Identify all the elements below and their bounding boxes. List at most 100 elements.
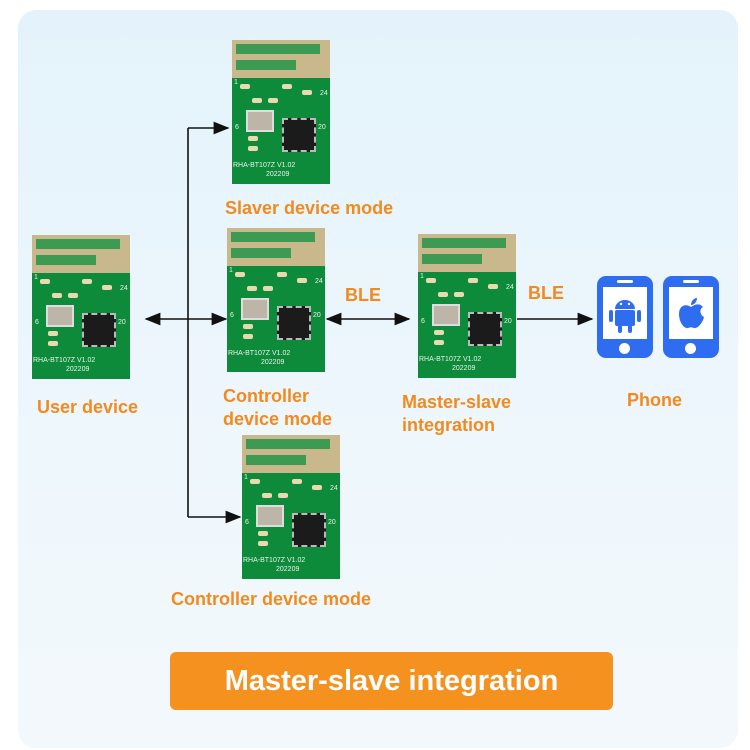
crystal (432, 304, 460, 326)
board-label: RHA-BT107Z V1.02 (419, 356, 482, 363)
antenna (32, 235, 130, 273)
master-slave-module: 1 24 6 20 RHA-BT107Z V1.02 202209 (418, 234, 516, 378)
pin-label: 20 (118, 319, 126, 326)
pin-label: 6 (421, 318, 425, 325)
solder-pad (488, 284, 498, 289)
solder-pad (40, 279, 50, 284)
pin-label: 6 (230, 312, 234, 319)
solder-pad (247, 286, 257, 291)
android-phone (597, 276, 653, 358)
solder-pad (48, 341, 58, 346)
android-icon (609, 300, 641, 333)
chip (292, 513, 326, 547)
chip (468, 312, 502, 346)
apple-icon (679, 298, 704, 329)
board-label: RHA-BT107Z V1.02 (233, 162, 296, 169)
crystal (46, 305, 74, 327)
pin-label: 20 (318, 124, 326, 131)
label-controller-1: Controller (223, 386, 310, 406)
solder-pad (454, 292, 464, 297)
antenna (242, 435, 340, 473)
solder-pad (258, 531, 268, 536)
chip (282, 118, 316, 152)
board-date: 202209 (276, 566, 300, 573)
board-date: 202209 (452, 365, 476, 372)
crystal (241, 298, 269, 320)
solder-pad (48, 331, 58, 336)
solder-pad (262, 493, 272, 498)
solder-pad (243, 324, 253, 329)
pin-label: 6 (35, 319, 39, 326)
pin-label: 20 (504, 318, 512, 325)
solder-pad (282, 84, 292, 89)
pin-label: 24 (315, 278, 323, 285)
solder-pad (268, 98, 278, 103)
solder-pad (438, 292, 448, 297)
pin-label: 1 (229, 267, 233, 274)
crystal (246, 110, 274, 132)
pin-label: 1 (34, 274, 38, 281)
solder-pad (68, 293, 78, 298)
pin-label: 24 (120, 285, 128, 292)
solder-pad (248, 146, 258, 151)
chip (82, 313, 116, 347)
board-label: RHA-BT107Z V1.02 (243, 557, 306, 564)
ios-phone (663, 276, 719, 358)
pin-label: 24 (330, 485, 338, 492)
pin-label: 1 (234, 79, 238, 86)
antenna (418, 234, 516, 272)
solder-pad (277, 272, 287, 277)
user-device-module: 1 24 6 20 RHA-BT107Z V1.02 202209 (32, 235, 130, 379)
antenna (232, 40, 330, 78)
solder-pad (250, 479, 260, 484)
phone-home-button (685, 343, 696, 354)
pin-label: 24 (506, 284, 514, 291)
board-label: RHA-BT107Z V1.02 (228, 350, 291, 357)
controller-module-bottom: 1 24 6 20 RHA-BT107Z V1.02 202209 (242, 435, 340, 579)
label-ble-1: BLE (345, 285, 381, 305)
solder-pad (292, 479, 302, 484)
master-slave-integration-button[interactable]: Master-slave integration (170, 652, 613, 710)
solder-pad (434, 340, 444, 345)
solder-pad (52, 293, 62, 298)
label-controller-2: device mode (223, 409, 333, 429)
label-slaver: Slaver device mode (225, 198, 394, 218)
solder-pad (82, 279, 92, 284)
pin-label: 6 (245, 519, 249, 526)
solder-pad (248, 136, 258, 141)
label-master-1: Master-slave (402, 392, 512, 412)
phone-speaker (617, 280, 633, 283)
label-master-2: integration (402, 415, 495, 435)
pin-label: 20 (328, 519, 336, 526)
solder-pad (240, 84, 250, 89)
pin-label: 24 (320, 90, 328, 97)
controller-module-middle: 1 24 6 20 RHA-BT107Z V1.02 202209 (227, 228, 325, 372)
solder-pad (258, 541, 268, 546)
slaver-module: 1 24 6 20 RHA-BT107Z V1.02 202209 (232, 40, 330, 184)
solder-pad (278, 493, 288, 498)
pin-label: 6 (235, 124, 239, 131)
phone-speaker (683, 280, 699, 283)
board-date: 202209 (66, 366, 90, 373)
solder-pad (434, 330, 444, 335)
solder-pad (102, 285, 112, 290)
board-label: RHA-BT107Z V1.02 (33, 357, 96, 364)
label-user-device: User device (37, 397, 139, 417)
label-ble-2: BLE (528, 283, 564, 303)
crystal (256, 505, 284, 527)
solder-pad (263, 286, 273, 291)
phone-home-button (619, 343, 630, 354)
antenna (227, 228, 325, 266)
solder-pad (468, 278, 478, 283)
board-date: 202209 (261, 359, 285, 366)
chip (277, 306, 311, 340)
label-controller-bottom: Controller device mode (171, 589, 372, 609)
pin-label: 1 (420, 273, 424, 280)
phone-screen (603, 287, 647, 339)
solder-pad (252, 98, 262, 103)
solder-pad (243, 334, 253, 339)
label-phone: Phone (627, 390, 683, 410)
background-panel (18, 10, 738, 748)
pin-label: 1 (244, 474, 248, 481)
